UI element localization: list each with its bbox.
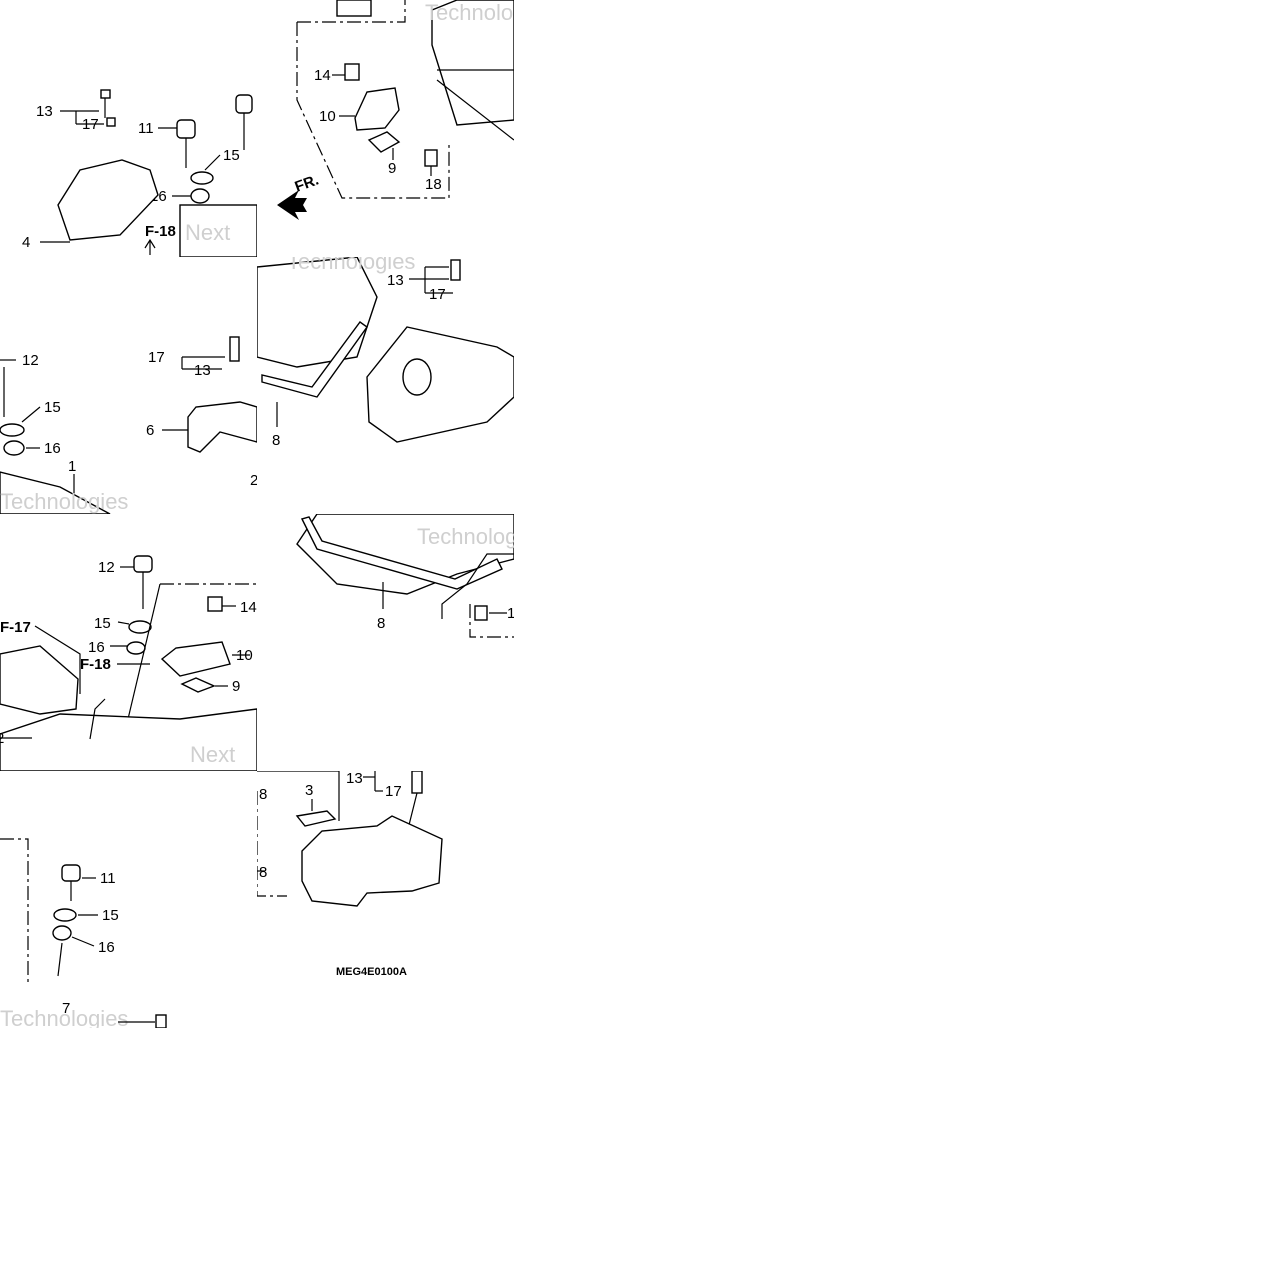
callout-1: 1 [507, 605, 514, 622]
callout-2: 2 [0, 730, 4, 747]
ref-f18: F-18 [80, 656, 111, 673]
callout-1: 1 [68, 458, 76, 475]
side-cover-part [187, 401, 257, 453]
tile-right-cover: 8 3 13 17 8 [257, 771, 514, 1028]
ref-f18: F-18 [145, 223, 176, 240]
bolt-icon [176, 119, 196, 168]
breather-joint-part [354, 87, 400, 131]
gasket-icon [180, 677, 216, 693]
svg-text:Next: Next [185, 220, 230, 245]
callout-8-lower: 8 [259, 864, 267, 881]
cylinder-head-cover-part [0, 708, 257, 771]
callout-12: 12 [98, 559, 115, 576]
diagram-code: MEG4E0100A [336, 966, 407, 978]
front-arrow-icon [277, 190, 307, 220]
tile-breather-assembly: 12 15 16 14 10 9 F-17 F-18 [0, 514, 257, 771]
grommet-icon [3, 440, 25, 456]
callout-16: 16 [88, 639, 105, 656]
callout-8: 8 [259, 786, 267, 803]
dowel-icon [474, 605, 488, 621]
bolt-icon [61, 864, 81, 882]
grommet-icon [52, 925, 72, 941]
washer-icon [0, 423, 25, 437]
tile-gasket-dowel: Technologies 8 1 [257, 514, 514, 771]
gasket-part [261, 321, 368, 398]
callout-15: 15 [102, 907, 119, 924]
ref-f17: F-17 [0, 619, 31, 636]
svg-text:Next: Next [190, 742, 235, 767]
bolt-icon [450, 259, 461, 281]
cylinder-head-cover-part [179, 204, 257, 257]
callout-10: 10 [236, 647, 253, 664]
cylinder-head-cover-part [431, 0, 514, 126]
bolt-icon [344, 63, 360, 81]
grommet-icon [126, 641, 146, 655]
front-label: FR. [293, 172, 322, 196]
callout-12: 12 [22, 352, 39, 369]
callout-15: 15 [223, 147, 240, 164]
bolt-icon [411, 771, 423, 794]
dowel-icon [424, 149, 438, 167]
washer-icon [53, 908, 77, 922]
foam-pad-part [295, 810, 337, 827]
callout-9: 9 [388, 160, 396, 177]
tile-breather-joint: Technologies 14 10 9 18 FR. [257, 0, 514, 257]
callout-7: 7 [62, 1000, 70, 1017]
callout-16: 16 [98, 939, 115, 956]
bolt-icon [133, 555, 153, 573]
callout-17: 17 [385, 783, 402, 800]
side-cover-part [0, 645, 79, 715]
side-cover-part [366, 326, 514, 443]
svg-text:Technologies: Technologies [287, 257, 415, 274]
bolt-icon [155, 1014, 167, 1028]
washer-icon [190, 171, 214, 185]
bolt-icon [207, 596, 223, 612]
gasket-part [300, 516, 503, 590]
breather-joint-part [160, 641, 231, 677]
callout-14: 14 [314, 67, 331, 84]
callout-18: 18 [425, 176, 442, 193]
bolt-icon [229, 336, 240, 362]
gasket-icon [367, 131, 401, 153]
callout-11: 11 [100, 870, 116, 887]
bolt-icon [100, 89, 116, 127]
side-cover-part [57, 159, 159, 241]
callout-6: 6 [146, 422, 154, 439]
callout-8: 8 [272, 432, 280, 449]
grommet-icon [190, 188, 210, 204]
callout-16: 16 [44, 440, 61, 457]
svg-text:Technologies: Technologies [425, 0, 514, 25]
svg-text:Technologies: Technologies [417, 524, 514, 549]
svg-text:Technologies: Technologies [0, 489, 128, 514]
side-cover-part [301, 815, 443, 907]
callout-13: 13 [36, 103, 53, 120]
callout-3: 3 [305, 782, 313, 799]
callout-8: 8 [377, 615, 385, 632]
callout-2: 2 [250, 472, 257, 489]
washer-icon [128, 620, 152, 634]
callout-17: 17 [148, 349, 165, 366]
callout-10: 10 [319, 108, 336, 125]
callout-17: 17 [429, 286, 446, 303]
callout-17: 17 [82, 116, 99, 133]
callout-13: 13 [346, 771, 363, 787]
cylinder-head-cover-part [0, 471, 111, 514]
callout-9: 9 [232, 678, 240, 695]
callout-14: 14 [240, 599, 257, 616]
svg-text:Technologies: Technologies [0, 1006, 128, 1028]
cylinder-head-cover-part [296, 514, 514, 595]
callout-15: 15 [94, 615, 111, 632]
tile-upper-cover-side: 13 17 11 15 16 4 F-18 Next [0, 0, 257, 257]
callout-13: 13 [194, 362, 211, 379]
callout-13: 13 [387, 272, 404, 289]
tile-left-fasteners: 12 15 16 1 Technologies 17 13 6 2 [0, 257, 257, 514]
tile-cover-gasket: Technologies 8 13 17 [257, 257, 514, 514]
callout-15: 15 [44, 399, 61, 416]
callout-11: 11 [138, 120, 154, 137]
callout-4: 4 [22, 234, 30, 251]
tile-lower-fasteners: 11 15 16 7 Technologies [0, 771, 257, 1028]
